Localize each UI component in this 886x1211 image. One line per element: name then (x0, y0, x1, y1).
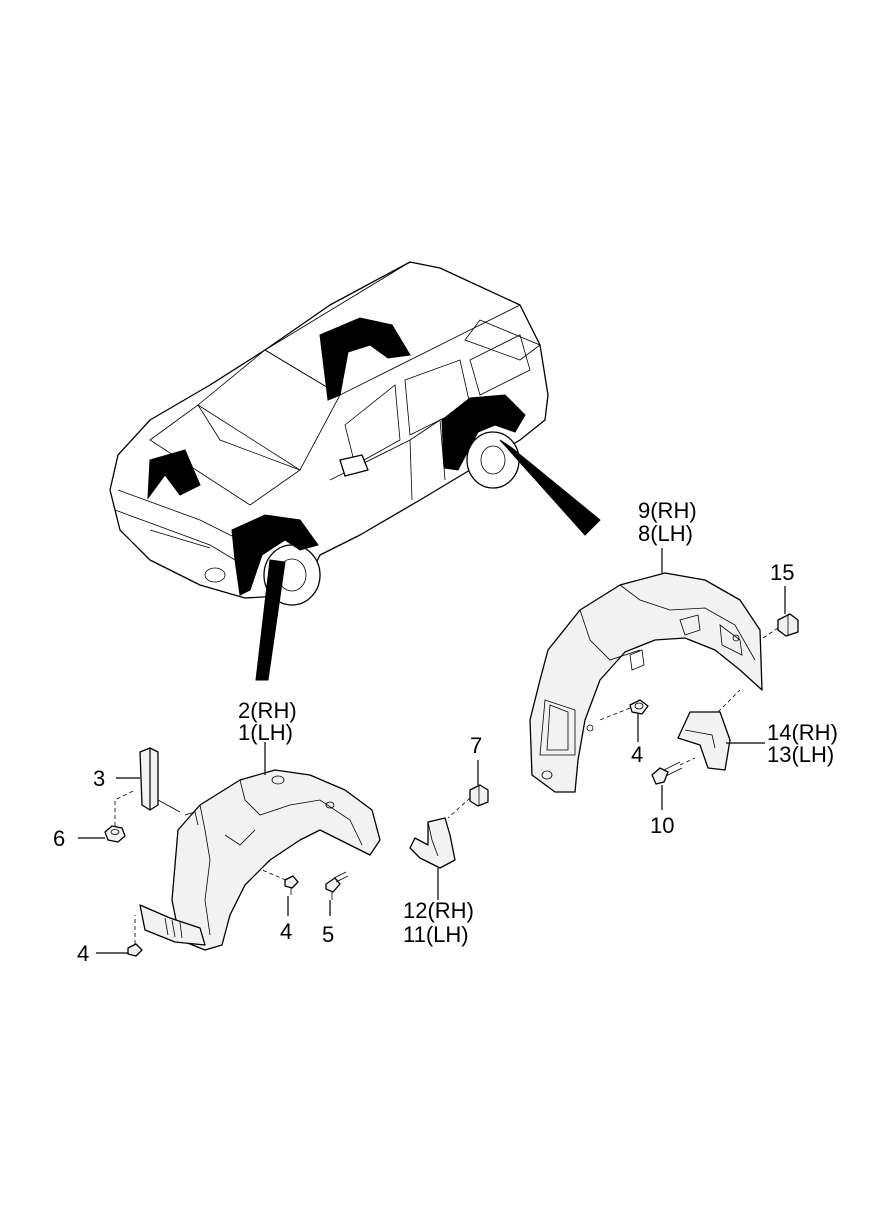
callout-5: 5 (322, 922, 334, 947)
bolt-part-4-front-a (261, 869, 299, 895)
bolt-part-5 (325, 871, 349, 900)
callout-9-rh: 9(RH) (638, 498, 697, 523)
callout-7: 7 (470, 733, 482, 758)
callout-15: 15 (770, 560, 794, 585)
callout-10: 10 (650, 813, 674, 838)
clip-part-15 (759, 613, 799, 641)
rear-wheel-guard (529, 572, 763, 793)
vehicle-illustration (109, 261, 601, 681)
callout-8-lh: 8(LH) (638, 521, 693, 546)
callout-2-rh: 2(RH) (238, 698, 297, 723)
callout-labels: 2(RH) 1(LH) 3 6 4 4 5 7 12(RH) 11(LH) 9(… (53, 498, 838, 966)
callout-1-lh: 1(LH) (238, 720, 293, 745)
callout-6: 6 (53, 826, 65, 851)
mud-flap-part-13-14 (677, 689, 741, 771)
callout-4-rear: 4 (631, 742, 643, 767)
callout-4-front-b: 4 (77, 941, 89, 966)
leader-lines (78, 548, 786, 954)
screw-part-10 (651, 757, 696, 785)
bolt-part-4-front-b (127, 915, 143, 957)
callout-4-front-a: 4 (280, 919, 292, 944)
callout-14-rh: 14(RH) (767, 720, 838, 745)
nut-part-6 (104, 789, 136, 843)
callout-12-rh: 12(RH) (403, 898, 474, 923)
callout-3: 3 (93, 766, 105, 791)
front-wheel-guard (139, 769, 381, 951)
callout-13-lh: 13(LH) (767, 742, 834, 767)
splash-shield-part-11-12 (409, 817, 456, 869)
bracket-part-3 (139, 747, 181, 813)
callout-11-lh: 11(LH) (403, 922, 469, 947)
bolt-part-4-rear (599, 699, 649, 721)
clip-part-7 (447, 784, 489, 819)
